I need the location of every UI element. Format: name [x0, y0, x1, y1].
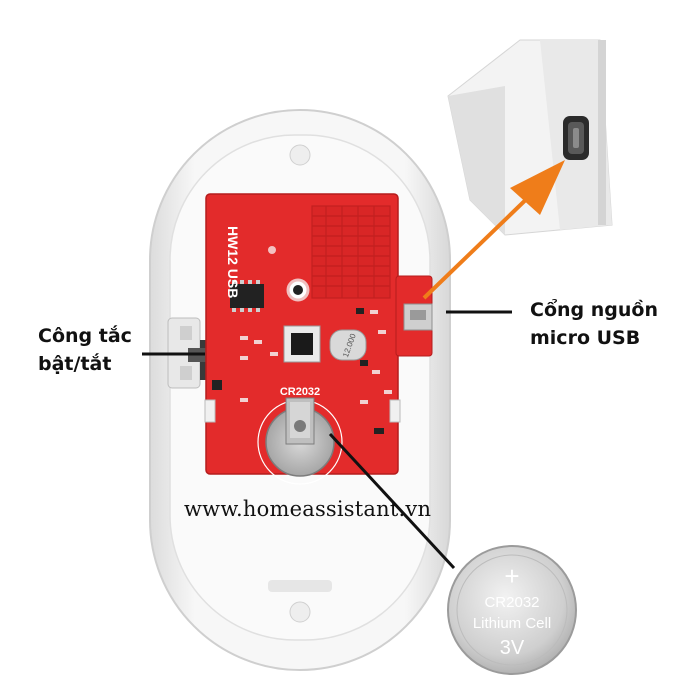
board-model-text: HW12 USB — [225, 226, 241, 298]
battery-pointer-line — [328, 432, 456, 570]
battery-model-text: CR2032 — [484, 594, 539, 611]
switch-label-line2: bật/tắt — [38, 353, 112, 375]
pcb-crystal: 12.000 — [329, 329, 367, 361]
battery-voltage-text: 3V — [500, 637, 525, 659]
switch-label-line1: Công tắc — [38, 325, 132, 347]
coin-cell-battery: + CR2032 Lithium Cell 3V — [447, 545, 577, 675]
usb-port-label: Cổng nguồn micro USB — [530, 296, 690, 352]
battery-type-text: Lithium Cell — [473, 615, 551, 632]
pcb-antenna — [311, 205, 391, 299]
orange-arrow-icon — [422, 160, 565, 300]
battery-plus-icon: + — [504, 561, 519, 591]
switch-label: Công tắc bật/tắt — [38, 322, 168, 378]
website-watermark: www.homeassistant.vn — [184, 497, 432, 521]
usb-label-line1: Cổng nguồn — [530, 299, 658, 321]
usb-label-line2: micro USB — [530, 327, 641, 349]
pcb-board: 12.000 HW12 USB CR2032 — [205, 193, 433, 485]
usb-port-closeup — [447, 20, 640, 240]
battery-holder: CR2032 — [257, 386, 343, 485]
battery-holder-label: CR2032 — [280, 386, 320, 398]
